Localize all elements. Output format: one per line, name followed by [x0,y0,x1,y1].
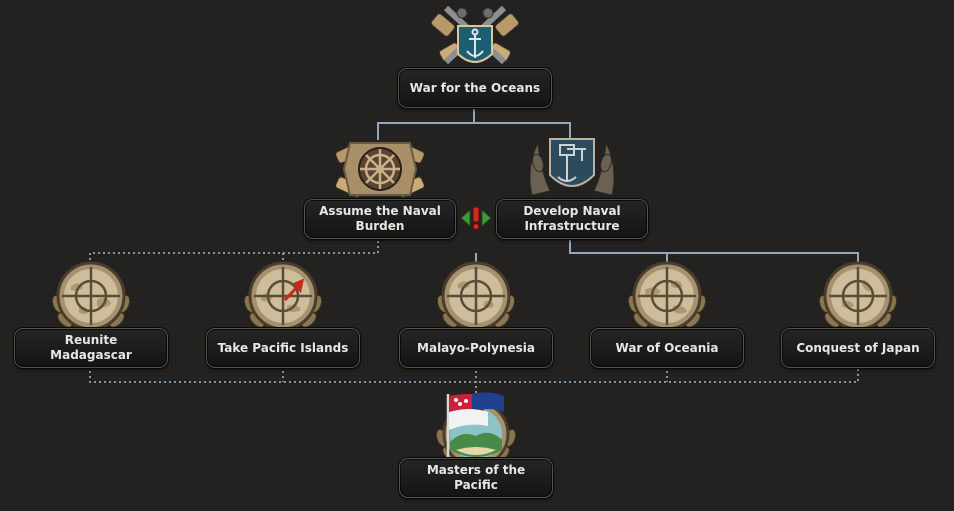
crosshair-icon [818,261,898,331]
focus-masters-of-the-pacific[interactable]: Masters of the Pacific [399,390,553,498]
focus-assume-the-naval-burden[interactable]: Assume the Naval Burden [304,137,456,239]
prereq-line-root-to-infrastructure [474,122,571,138]
prereq-line-root-to-naval-burden [377,104,475,140]
pacific-flag-island-icon [435,392,517,468]
focus-label: Malayo-Polynesia [399,328,553,368]
focus-label: Assume the Naval Burden [304,199,456,239]
focus-label: Reunite Madagascar [14,328,168,368]
focus-label: War of Oceania [590,328,744,368]
crosshair-icon [627,261,707,331]
focus-label: Masters of the Pacific [399,458,553,498]
ship-wheel-icon [336,142,424,198]
focus-develop-naval-infrastructure[interactable]: Develop Naval Infrastructure [496,133,648,239]
focus-label: War for the Oceans [398,68,552,108]
mutually-exclusive-icon [460,206,492,230]
crosshair-icon [51,261,131,331]
alt-line-naval-burden-bus [89,236,379,262]
crosshair-icon [436,261,516,331]
focus-take-pacific-islands[interactable]: Take Pacific Islands [206,260,360,368]
prereq-line-infrastructure-bus [569,236,859,262]
focus-label: Develop Naval Infrastructure [496,199,648,239]
focus-label: Conquest of Japan [781,328,935,368]
focus-label: Take Pacific Islands [206,328,360,368]
anchor-crossed-cannons-icon [430,5,520,65]
focus-war-of-oceania[interactable]: War of Oceania [590,260,744,368]
focus-conquest-of-japan[interactable]: Conquest of Japan [781,260,935,368]
crosshair-arrow-icon [243,261,323,331]
focus-war-for-the-oceans[interactable]: War for the Oceans [398,4,552,108]
focus-reunite-madagascar[interactable]: Reunite Madagascar [14,260,168,368]
alt-line-bottom-bus [89,366,859,383]
focus-malayo-polynesia[interactable]: Malayo-Polynesia [399,260,553,368]
naval-dock-icon [529,138,615,196]
